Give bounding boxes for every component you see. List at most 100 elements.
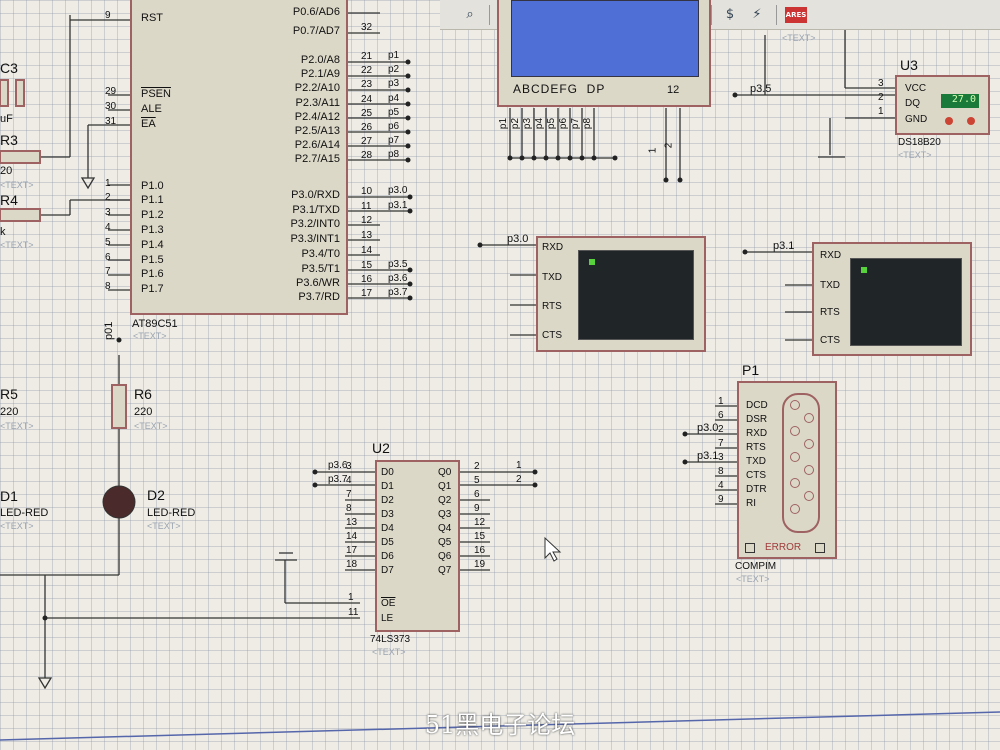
u3-pin1: 1 bbox=[878, 106, 884, 117]
mcu-right-pin-name: P2.7/A15 bbox=[294, 153, 340, 165]
mcu-left-pin-name: P1.5 bbox=[141, 254, 164, 266]
mcu-at89c51[interactable] bbox=[130, 0, 348, 315]
term1-txd: TXD bbox=[542, 272, 562, 283]
term1-rxd: RXD bbox=[542, 242, 564, 253]
db9-pin-circle bbox=[804, 491, 814, 501]
p1-error-label: ERROR bbox=[765, 542, 802, 553]
virtual-terminal-2[interactable]: RXD TXD RTS CTS bbox=[812, 242, 972, 356]
mcu-net-label: p3 bbox=[388, 78, 400, 89]
mcu-net-label: p3.7 bbox=[388, 287, 408, 298]
u3-ref: U3 bbox=[900, 57, 918, 73]
u2-q-pin-num: 5 bbox=[474, 475, 480, 486]
u2-d-pin-num: 13 bbox=[346, 517, 358, 528]
u2-ctrl-pin-num: 11 bbox=[348, 607, 359, 618]
zoom-icon[interactable]: ⌕ bbox=[466, 7, 474, 22]
ares-icon[interactable]: ARES bbox=[785, 6, 807, 23]
u2-d-pin-name: D0 bbox=[381, 467, 394, 478]
p1-pin-num: 2 bbox=[718, 424, 724, 435]
mcu-text-placeholder: <TEXT> bbox=[133, 331, 167, 341]
p1-pin-num: 3 bbox=[718, 452, 724, 463]
p1-text-placeholder: <TEXT> bbox=[736, 574, 770, 584]
mcu-left-pin-name: P1.6 bbox=[141, 268, 164, 280]
mcu-right-pin-num: 23 bbox=[361, 79, 373, 90]
mcu-left-pin-num: 2 bbox=[105, 192, 111, 203]
mcu-right-pin-num: 26 bbox=[361, 122, 373, 133]
u2-d-pin-name: D2 bbox=[381, 495, 394, 506]
u3-label: DS18B20 bbox=[898, 137, 941, 148]
seven-seg-lcd[interactable]: ABCDEFG DP 12 bbox=[497, 0, 711, 107]
r5-text-placeholder: <TEXT> bbox=[0, 421, 34, 431]
r4-ref: R4 bbox=[0, 192, 18, 208]
u2-q-pin-num: 12 bbox=[474, 517, 486, 528]
terminal-1-screen[interactable] bbox=[578, 250, 694, 340]
lcd-pin-label: p4 bbox=[534, 117, 546, 130]
mcu-left-pin-num: 30 bbox=[105, 101, 117, 112]
u2-q-pin-name: Q1 bbox=[438, 481, 452, 492]
r6-text-placeholder: <TEXT> bbox=[134, 421, 168, 431]
temp-up-button[interactable] bbox=[967, 117, 975, 125]
c3-value: uF bbox=[0, 113, 13, 125]
mcu-left-pin-name: ALE bbox=[141, 103, 162, 115]
term2-txd: TXD bbox=[820, 280, 840, 291]
u2-ctrl-pin-num: 1 bbox=[348, 592, 354, 603]
mcu-left-pin-num: 5 bbox=[105, 237, 111, 248]
mcu-net-label: p6 bbox=[388, 121, 400, 132]
lcd-pin-label: p2 bbox=[510, 117, 522, 130]
term1-cts: CTS bbox=[542, 330, 562, 341]
p1-ref: P1 bbox=[742, 362, 760, 378]
mcu-right-pin-name: P3.4/T0 bbox=[301, 248, 340, 260]
error-indicator-left bbox=[745, 543, 755, 553]
u2-q-pin-name: Q2 bbox=[438, 495, 452, 506]
mcu-right-pin-num: 27 bbox=[361, 136, 373, 147]
mcu-net-label: p3.1 bbox=[388, 200, 408, 211]
p1-net-p31: p3.1 bbox=[697, 450, 719, 462]
mcu-right-pin-name: P0.7/AD7 bbox=[292, 25, 340, 37]
p1-pin-name: RI bbox=[746, 498, 756, 509]
p1-label: COMPIM bbox=[735, 561, 777, 572]
mcu-right-pin-num: 10 bbox=[361, 186, 373, 197]
u2-ctrl-pin-name: OE bbox=[381, 598, 396, 609]
mcu-right-pin-num: 12 bbox=[361, 215, 373, 226]
term2-cts: CTS bbox=[820, 335, 840, 346]
p1-pin-num: 1 bbox=[718, 396, 724, 407]
r6-value: 220 bbox=[134, 406, 153, 418]
virtual-terminal-1[interactable]: RXD TXD RTS CTS bbox=[536, 236, 706, 352]
terminal-2-screen[interactable] bbox=[850, 258, 962, 346]
term1-net-label: p3.0 bbox=[507, 233, 529, 245]
lcd-pin-label: p5 bbox=[546, 117, 558, 130]
probe-icon[interactable]: ⚡ bbox=[752, 7, 762, 22]
watermark: 51黑电子论坛 bbox=[424, 711, 576, 739]
mcu-left-pin-num: 29 bbox=[105, 86, 117, 97]
u3-gnd-label: GND bbox=[905, 114, 928, 125]
mcu-left-pin-name: EA bbox=[141, 118, 156, 130]
script-icon[interactable]: $ bbox=[725, 7, 735, 22]
mcu-left-pin-name: PSEN bbox=[141, 88, 171, 100]
p1-pin-name: TXD bbox=[746, 456, 766, 467]
mcu-right-pin-num: 24 bbox=[361, 94, 373, 105]
ds18b20-sensor[interactable]: VCC DQ GND 27.0 bbox=[895, 75, 990, 135]
terminal-2-cursor bbox=[861, 267, 867, 273]
mcu-left-pin-name: P1.1 bbox=[141, 194, 164, 206]
mcu-left-pin-num: 6 bbox=[105, 252, 111, 263]
lcd-pin-count: 12 bbox=[667, 84, 680, 96]
terminal-1-cursor bbox=[589, 259, 595, 265]
compim-connector[interactable]: ERROR bbox=[737, 381, 837, 559]
mcu-left-pin-num: 3 bbox=[105, 207, 111, 218]
p1-pin-num: 4 bbox=[718, 480, 724, 491]
temperature-display: 27.0 bbox=[941, 94, 979, 108]
d1-ref: D1 bbox=[0, 488, 18, 504]
lcd-com-1: 1 bbox=[647, 147, 659, 154]
latch-74ls373[interactable] bbox=[375, 460, 460, 632]
r5-value: 220 bbox=[0, 406, 19, 418]
lcd-pin-label: p3 bbox=[522, 117, 534, 130]
mcu-right-pin-name: P2.0/A8 bbox=[300, 54, 340, 66]
mcu-right-pin-num: 17 bbox=[361, 288, 373, 299]
u2-q-pin-name: Q4 bbox=[438, 523, 452, 534]
u2-d-pin-num: 7 bbox=[346, 489, 352, 500]
r6-ref: R6 bbox=[134, 386, 152, 402]
db9-pin-circle bbox=[790, 400, 800, 410]
db9-pin-circle bbox=[804, 465, 814, 475]
p1-pin-num: 8 bbox=[718, 466, 724, 477]
term2-rxd: RXD bbox=[820, 250, 842, 261]
temp-down-button[interactable] bbox=[945, 117, 953, 125]
